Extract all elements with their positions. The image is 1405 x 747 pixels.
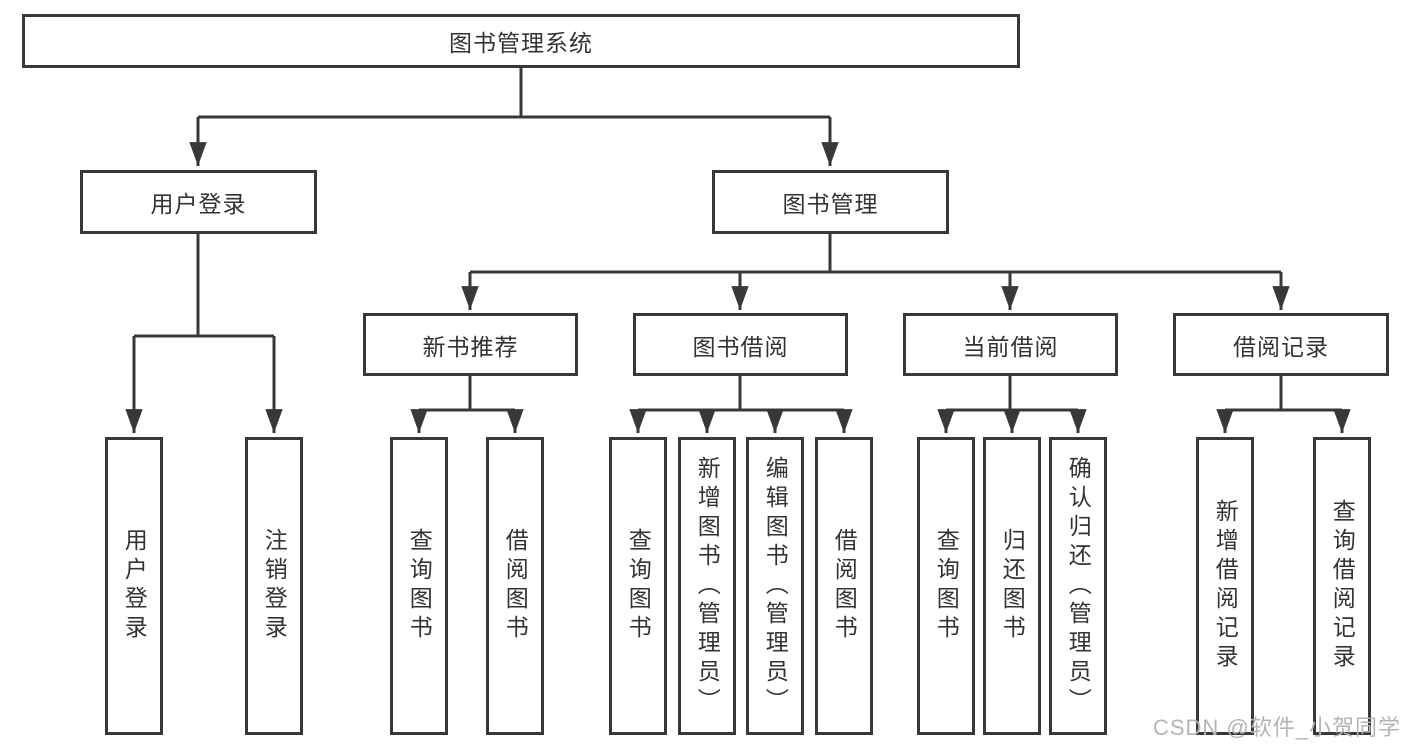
leaf-borrow-books-recommend: 借阅图书	[486, 437, 544, 735]
node-root-label: 图书管理系统	[449, 30, 593, 56]
leaf-label: 用户登录	[121, 528, 148, 644]
leaf-confirm-return-admin: 确认归还（管理员）	[1049, 437, 1107, 735]
node-root: 图书管理系统	[22, 14, 1020, 68]
node-label: 当前借阅	[962, 333, 1059, 360]
node-borrow-records: 借阅记录	[1173, 313, 1389, 376]
leaf-label: 编辑图书（管理员）	[762, 455, 789, 717]
leaf-logout: 注销登录	[245, 437, 303, 735]
node-user-login: 用户登录	[80, 170, 317, 234]
leaf-label: 确认归还（管理员）	[1065, 455, 1092, 717]
leaf-label: 归还图书	[999, 528, 1026, 644]
node-book-borrow: 图书借阅	[633, 313, 848, 376]
leaf-query-books-borrow: 查询图书	[609, 437, 667, 735]
leaf-label: 查询图书	[625, 528, 652, 644]
leaf-edit-books-admin: 编辑图书（管理员）	[746, 437, 804, 735]
leaf-label: 查询借阅记录	[1329, 499, 1356, 673]
leaf-return-books: 归还图书	[983, 437, 1041, 735]
leaf-query-books-recommend: 查询图书	[390, 437, 448, 735]
leaf-borrow-books: 借阅图书	[815, 437, 873, 735]
leaf-label: 新增图书（管理员）	[694, 455, 721, 717]
leaf-label: 查询图书	[933, 528, 960, 644]
leaf-label: 新增借阅记录	[1212, 499, 1239, 673]
node-label: 图书借阅	[692, 333, 789, 360]
leaf-add-books-admin: 新增图书（管理员）	[678, 437, 736, 735]
node-label: 用户登录	[150, 191, 247, 217]
node-label: 借阅记录	[1233, 333, 1329, 360]
leaf-query-borrow-record: 查询借阅记录	[1313, 437, 1371, 735]
csdn-watermark: CSDN @软件_小贺同学	[1152, 715, 1401, 740]
leaf-add-borrow-record: 新增借阅记录	[1196, 437, 1254, 735]
node-book-management: 图书管理	[712, 170, 949, 234]
node-current-borrow: 当前借阅	[903, 313, 1118, 376]
leaf-user-login: 用户登录	[105, 437, 163, 735]
leaf-label: 注销登录	[261, 528, 288, 644]
leaf-label: 借阅图书	[831, 528, 858, 644]
node-new-book-recommend: 新书推荐	[363, 313, 578, 376]
node-label: 新书推荐	[422, 333, 519, 360]
leaf-label: 借阅图书	[502, 528, 529, 644]
leaf-query-books-current: 查询图书	[917, 437, 975, 735]
node-label: 图书管理	[782, 191, 879, 217]
leaf-label: 查询图书	[406, 528, 433, 644]
